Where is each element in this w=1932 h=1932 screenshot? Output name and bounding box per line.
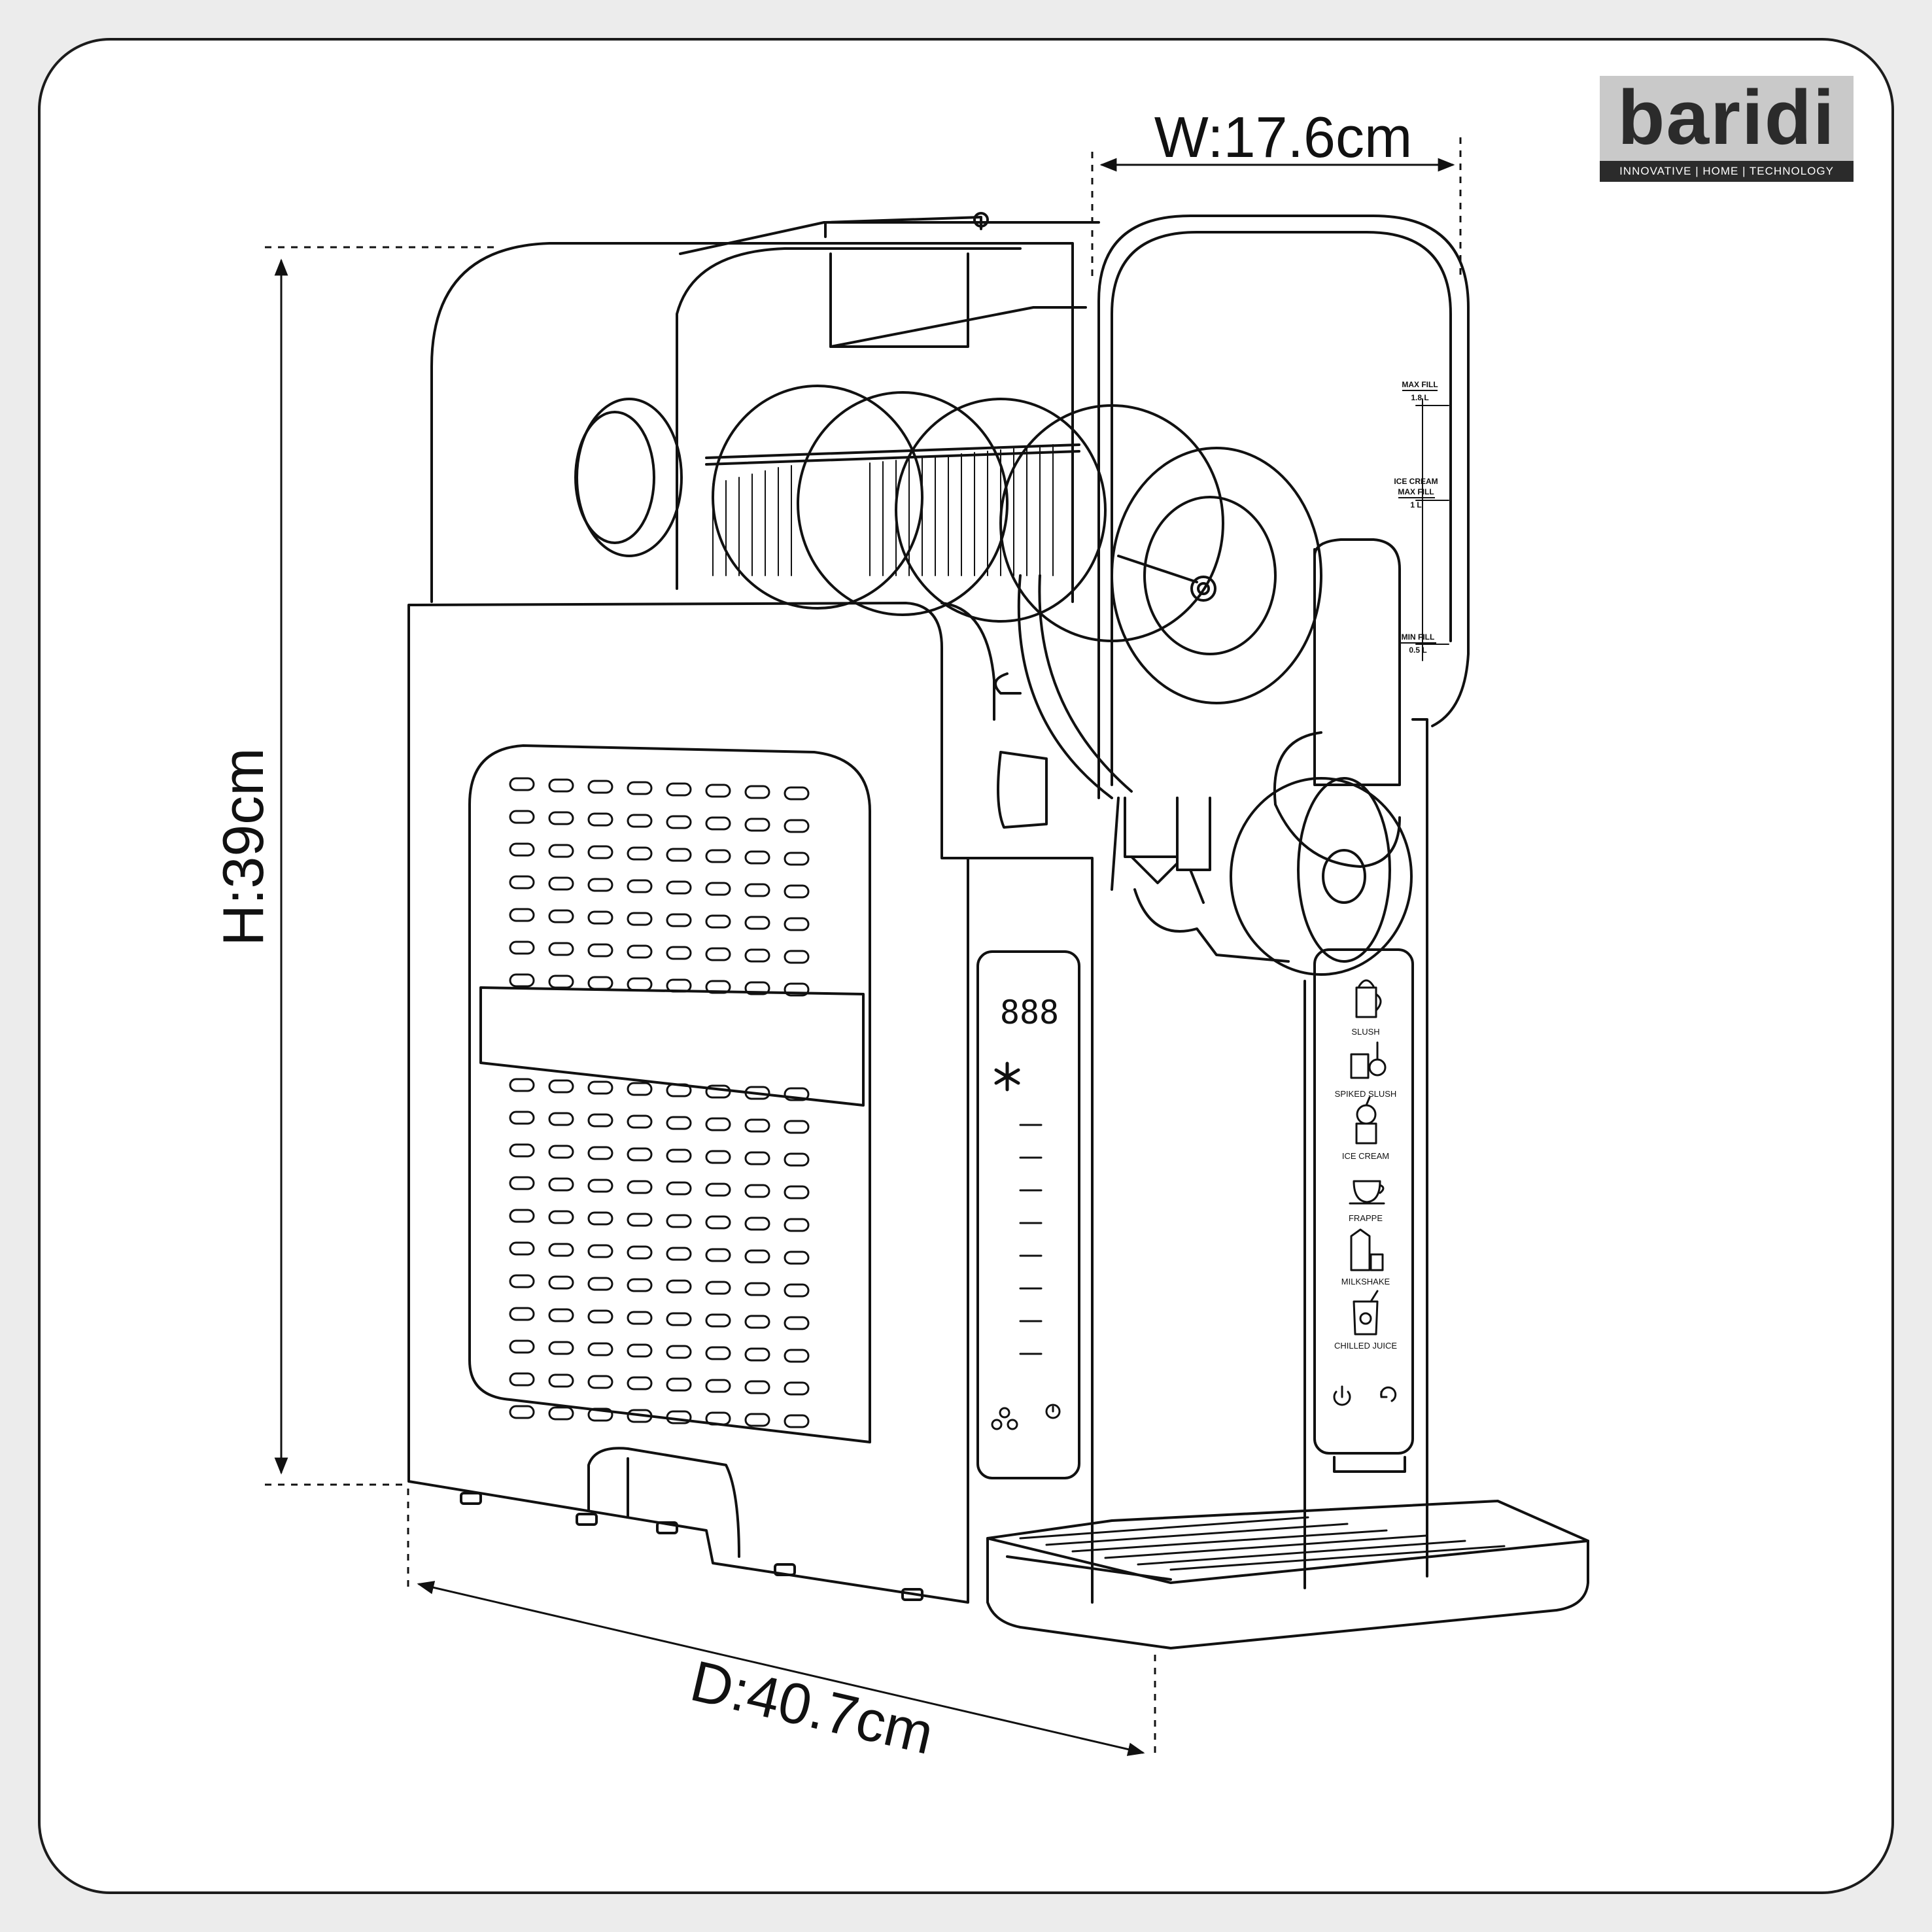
power-icon[interactable] bbox=[1333, 1385, 1351, 1406]
lid-knob bbox=[973, 212, 989, 228]
front-bowl-inner bbox=[1111, 231, 1452, 786]
chilled-juice-icon[interactable] bbox=[1353, 1290, 1379, 1336]
brand-logo: baridi INNOVATIVE | HOME | TECHNOLOGY bbox=[1600, 76, 1854, 182]
rear-bowl-inner bbox=[676, 247, 1022, 590]
program-label-slush: SLUSH bbox=[1351, 1027, 1379, 1037]
svg-text:ICE CREAM: ICE CREAM bbox=[1394, 477, 1438, 486]
body-side-panel bbox=[407, 602, 969, 1604]
base-cutout bbox=[587, 1447, 740, 1558]
auger-drums bbox=[705, 385, 1224, 799]
program-label-ice-cream: ICE CREAM bbox=[1342, 1151, 1389, 1161]
timer-icon[interactable] bbox=[1045, 1404, 1061, 1419]
rear-knob-inner bbox=[574, 411, 655, 544]
lid-vent bbox=[829, 252, 969, 348]
svg-text:MIN FILL: MIN FILL bbox=[1402, 632, 1435, 642]
logo-tagline: INNOVATIVE | HOME | TECHNOLOGY bbox=[1600, 161, 1854, 182]
fan-icon[interactable] bbox=[991, 1407, 1018, 1430]
rear-bowl bbox=[430, 242, 1074, 603]
vent-slots bbox=[509, 777, 810, 1428]
drip-tray bbox=[986, 1537, 1589, 1649]
milkshake-icon[interactable] bbox=[1350, 1228, 1384, 1271]
svg-text:1.8 L: 1.8 L bbox=[1411, 393, 1428, 402]
tap-lever bbox=[1313, 538, 1401, 786]
body-front-column bbox=[967, 857, 1094, 1604]
max-fill-mark: MAX FILL 1.8 L bbox=[1402, 380, 1438, 402]
program-panel bbox=[1313, 948, 1414, 1455]
program-label-spiked-slush: SPIKED SLUSH bbox=[1335, 1089, 1397, 1099]
front-auger bbox=[1111, 447, 1322, 704]
level-indicator bbox=[1019, 1124, 1043, 1355]
drip-tray-grate bbox=[1019, 1516, 1506, 1571]
depth-label: D:40.7cm bbox=[685, 1648, 939, 1767]
svg-text:0.5 L: 0.5 L bbox=[1409, 646, 1426, 655]
display-readout: 888 bbox=[1000, 993, 1059, 1031]
program-label-milkshake: MILKSHAKE bbox=[1341, 1277, 1390, 1286]
ice-cream-fill-mark: ICE CREAM MAX FILL 1 L bbox=[1394, 477, 1438, 509]
upper-grille-frame bbox=[468, 744, 871, 995]
logo-wordmark: baridi bbox=[1617, 75, 1836, 161]
height-dimension bbox=[265, 246, 497, 1486]
dispense-knob bbox=[1230, 777, 1413, 976]
height-label: H:39cm bbox=[211, 748, 275, 946]
svg-text:1 L: 1 L bbox=[1410, 500, 1421, 509]
frappe-icon[interactable] bbox=[1349, 1180, 1385, 1205]
svg-text:MAX FILL: MAX FILL bbox=[1402, 380, 1438, 389]
ice-cream-icon[interactable] bbox=[1355, 1096, 1377, 1145]
nozzle bbox=[1124, 797, 1179, 858]
program-label-chilled-juice: CHILLED JUICE bbox=[1334, 1341, 1397, 1351]
display-panel bbox=[976, 950, 1080, 1479]
slush-icon[interactable] bbox=[1355, 979, 1382, 1018]
cycle-icon[interactable] bbox=[1380, 1386, 1397, 1402]
lower-grille-frame bbox=[468, 980, 871, 1443]
spiked-slush-icon[interactable] bbox=[1350, 1041, 1387, 1079]
depth-dimension bbox=[407, 1489, 1156, 1759]
logo-box: baridi bbox=[1600, 76, 1854, 161]
program-label-frappe: FRAPPE bbox=[1349, 1213, 1383, 1223]
front-bowl bbox=[1097, 215, 1470, 799]
svg-text:MAX FILL: MAX FILL bbox=[1398, 487, 1434, 496]
width-label: W:17.6cm bbox=[1154, 105, 1413, 169]
snowflake-icon bbox=[994, 1061, 1020, 1092]
width-dimension bbox=[1091, 137, 1462, 281]
lid-handle bbox=[824, 216, 982, 238]
feet bbox=[460, 1492, 923, 1601]
min-fill-mark: MIN FILL 0.5 L bbox=[1400, 632, 1436, 655]
